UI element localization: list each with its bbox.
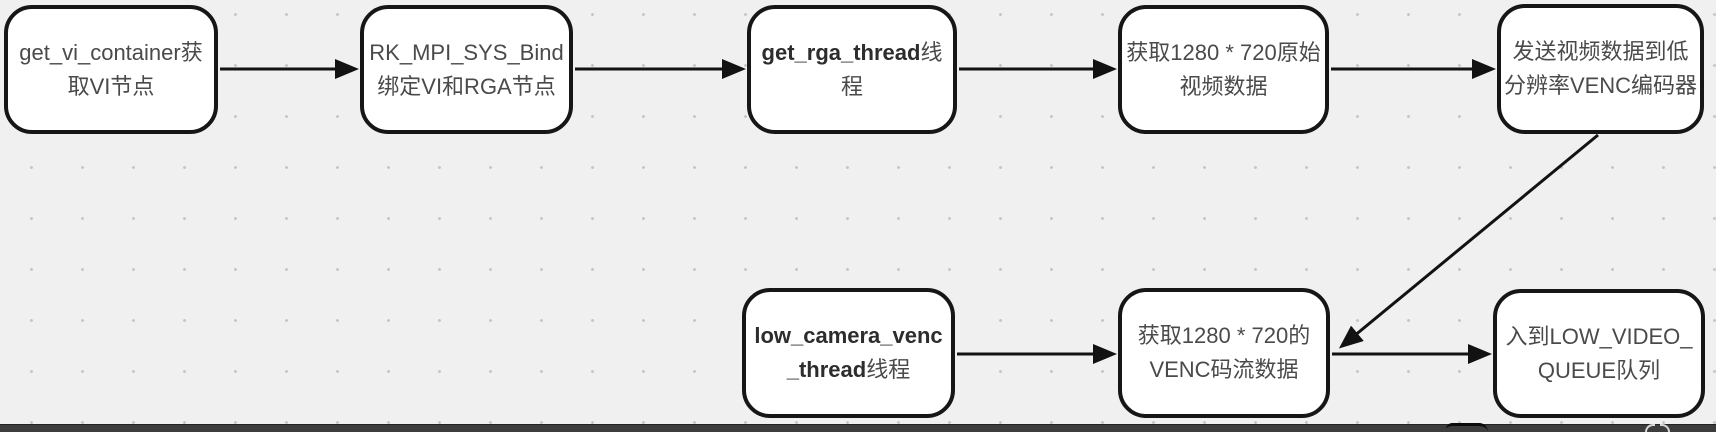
node-text-line: 入到LOW_VIDEO_ [1505, 320, 1692, 354]
node-label-text-segment: get_vi_container获 [19, 39, 203, 65]
node-text-line: 绑定VI和RGA节点 [377, 70, 555, 104]
node-label-text-segment: 获取1280 * 720原始 [1126, 39, 1321, 65]
node-label-code-segment: _thread [786, 357, 867, 382]
node-label-text-segment: 视频数据 [1179, 73, 1268, 99]
node-label-text-segment: RK_MPI_SYS_Bind [369, 39, 564, 65]
flow-node-enqueue-low-video-queue: 入到LOW_VIDEO_ QUEUE队列 [1493, 289, 1705, 418]
node-label-code-segment: low_camera_venc [754, 323, 943, 348]
node-text-line: get_vi_container获 [19, 36, 202, 70]
node-text-line: 获取1280 * 720的 [1138, 319, 1310, 353]
clipped-text-fragment [1660, 424, 1670, 432]
node-text-line: get_rga_thread线 [762, 36, 943, 70]
node-text-line: _thread线程 [787, 353, 911, 387]
flow-arrow-venc-to-stream-diagonal [1338, 133, 1599, 349]
node-label-text-segment: 取VI节点 [67, 73, 155, 99]
node-text-line: 发送视频数据到低 [1512, 35, 1688, 69]
flow-node-send-to-low-venc: 发送视频数据到低分辨率VENC编码器 [1497, 4, 1704, 134]
node-label-text-segment: 分辨率VENC编码器 [1503, 73, 1698, 98]
node-text-line: 获取1280 * 720原始 [1126, 36, 1320, 70]
node-label-text-segment: VENC码流数据 [1149, 357, 1299, 382]
node-label-text-segment: 入到LOW_VIDEO_ [1505, 323, 1693, 349]
node-text-line: 取VI节点 [68, 70, 155, 104]
node-text-line: 视频数据 [1179, 70, 1267, 104]
node-text-line: RK_MPI_SYS_Bind [369, 36, 563, 70]
bottom-window-edge [0, 423, 1716, 432]
node-label-text-segment: 发送视频数据到低 [1512, 39, 1689, 64]
node-text-line: 分辨率VENC编码器 [1504, 69, 1697, 103]
node-text-line: VENC码流数据 [1149, 353, 1298, 387]
node-label-code-segment: get_rga_thread [761, 39, 921, 65]
clipped-box-corner-fragment [1446, 423, 1488, 432]
node-label-text-segment: 线 [920, 39, 943, 65]
flow-node-low-camera-venc-thread: low_camera_venc _thread线程 [742, 288, 955, 418]
node-label-text-segment: 线程 [866, 357, 911, 382]
node-text-line: QUEUE队列 [1538, 354, 1660, 388]
node-label-text-segment: 绑定VI和RGA节点 [377, 73, 556, 99]
flow-node-get-rga-thread: get_rga_thread线程 [747, 5, 957, 134]
flow-node-get-venc-stream: 获取1280 * 720的 VENC码流数据 [1118, 288, 1330, 418]
clipped-text-fragment [1645, 424, 1655, 432]
flow-node-get-raw-video-data: 获取1280 * 720原始视频数据 [1118, 5, 1329, 134]
node-text-line: low_camera_venc [754, 319, 942, 353]
flow-node-rk-mpi-sys-bind: RK_MPI_SYS_Bind 绑定VI和RGA节点 [360, 5, 573, 134]
node-text-line: 程 [841, 70, 863, 104]
node-label-text-segment: QUEUE队列 [1537, 357, 1661, 383]
flow-node-get-vi-container: get_vi_container获取VI节点 [4, 5, 218, 134]
node-label-text-segment: 获取1280 * 720的 [1137, 323, 1311, 348]
node-label-text-segment: 程 [840, 73, 863, 99]
